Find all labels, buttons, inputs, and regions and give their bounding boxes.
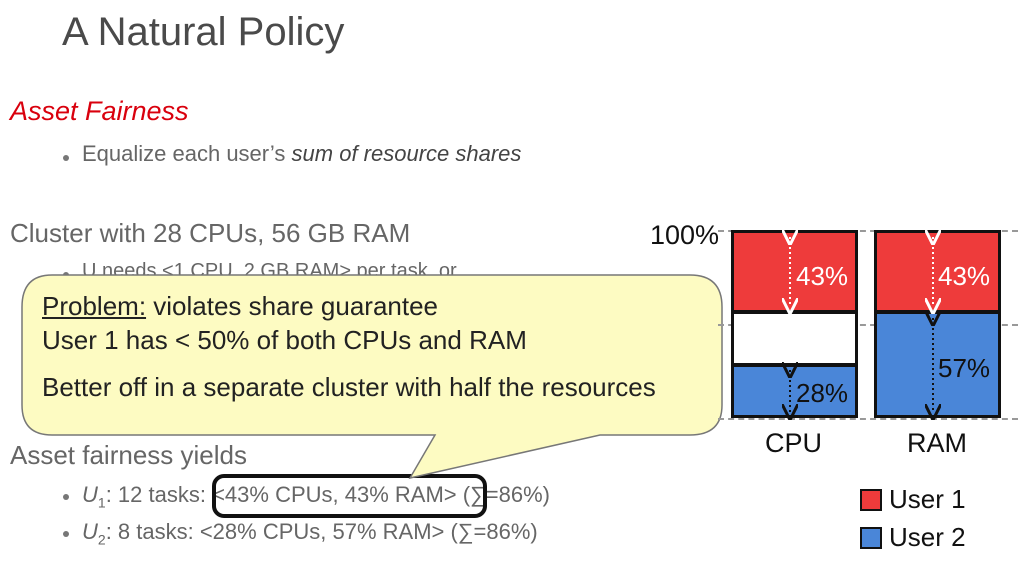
bullet-dot (63, 494, 69, 500)
gridline-50 (718, 324, 1018, 326)
legend-swatch-user1 (860, 489, 882, 511)
user2-allocation-row: U2: 8 tasks: <28% CPUs, 57% RAM> (∑=86%) (82, 519, 538, 548)
ram-user2-label: 57% (938, 353, 991, 383)
callout-line-2: User 1 has < 50% of both CPUs and RAM (42, 325, 527, 355)
bullet-dot (63, 531, 69, 537)
gridline-100 (718, 230, 1018, 232)
x-label-ram: RAM (907, 428, 967, 458)
bullet-equalize: Equalize each user’s sum of resource sha… (82, 141, 522, 166)
cluster-description: Cluster with 28 CPUs, 56 GB RAM (10, 218, 411, 248)
legend-swatch-user2 (860, 527, 882, 549)
user1-allocation-row: U1: 12 tasks: <43% CPUs, 43% RAM> (∑=86%… (82, 482, 550, 511)
x-label-cpu: CPU (765, 428, 823, 458)
y-axis-label-100: 100% (650, 220, 720, 250)
cpu-user2-label: 28% (796, 378, 849, 408)
user1-allocation-highlight: <43% CPUs, 43% RAM> (212, 482, 457, 507)
legend-label-user2: User 2 (889, 522, 966, 552)
legend-label-user1: User 1 (889, 484, 966, 514)
slide-title: A Natural Policy (62, 10, 345, 54)
cpu-user1-label: 43% (796, 261, 849, 291)
bullet-dot (63, 155, 69, 161)
callout-problem: Problem: violates share guarantee (42, 291, 439, 321)
callout-line-3: Better off in a separate cluster with ha… (42, 372, 656, 402)
gridline-0 (718, 418, 1018, 420)
ram-user1-label: 43% (938, 261, 991, 291)
section-subtitle: Asset Fairness (10, 96, 189, 126)
